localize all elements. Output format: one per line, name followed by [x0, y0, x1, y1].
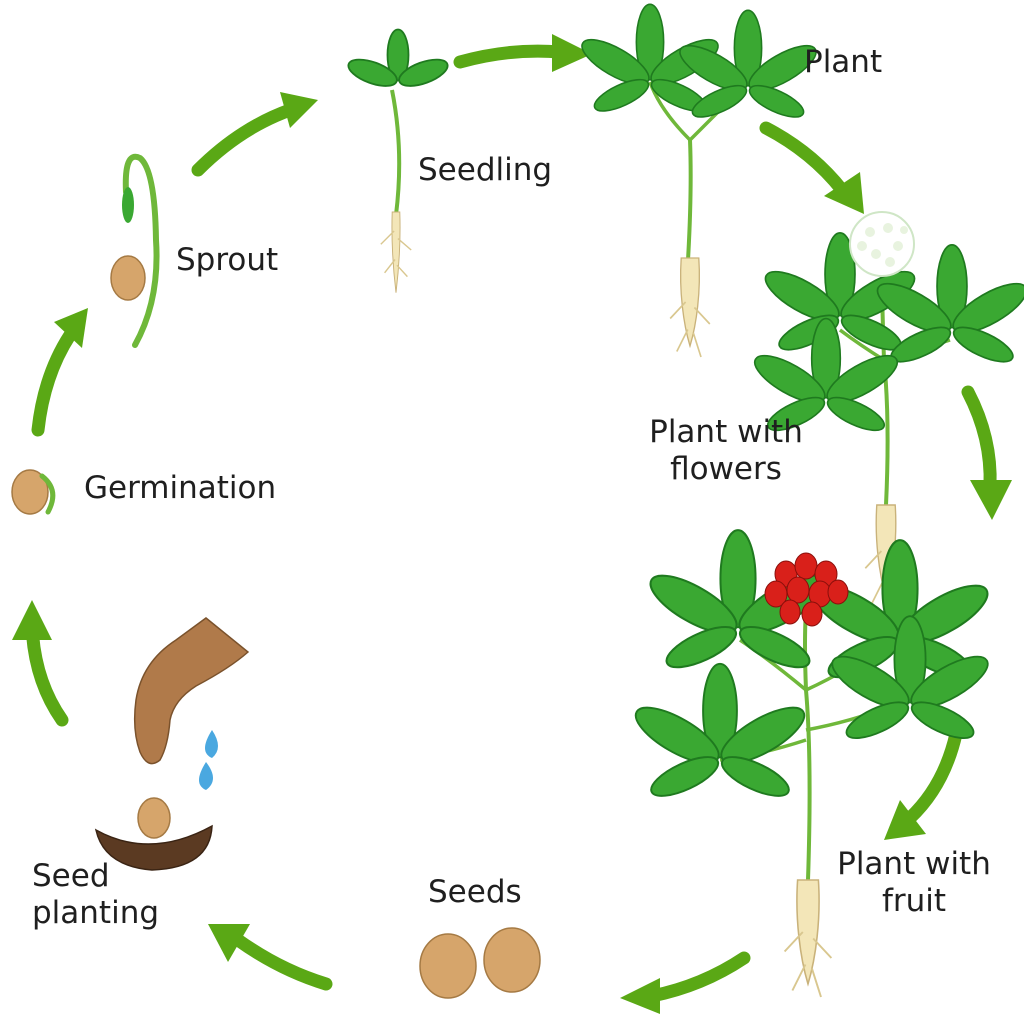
cycle-arrow-icon — [620, 951, 751, 1014]
water-drop-icon — [199, 762, 213, 790]
sprout-illustration — [110, 153, 160, 348]
seed-icon — [419, 933, 477, 999]
germination-illustration — [11, 469, 56, 515]
sprout-tip — [39, 473, 56, 515]
leaf-icon — [344, 28, 452, 93]
label-plant-with-flowers: Plant with flowers — [636, 414, 816, 488]
label-seed-planting: Seed planting — [32, 858, 159, 932]
label-plant-with-fruit-line1: Plant with — [837, 846, 991, 882]
hand-icon — [133, 617, 250, 765]
label-seed-planting-line1: Seed — [32, 858, 110, 894]
seed-icon — [11, 469, 49, 515]
cycle-arrow-icon — [208, 924, 333, 991]
seedling-illustration — [344, 28, 452, 293]
water-drop-icon — [205, 730, 218, 758]
seed-icon — [137, 797, 171, 839]
cycle-arrow-icon — [453, 34, 592, 72]
seed-icon — [110, 255, 146, 301]
flower-cluster-icon — [849, 211, 915, 277]
label-plant: Plant — [804, 44, 883, 80]
label-seeds: Seeds — [428, 874, 522, 910]
cycle-arrow-icon — [961, 385, 1012, 520]
leaf-icon — [122, 187, 134, 223]
leaf-icon — [627, 662, 813, 805]
label-plant-with-flowers-line1: Plant with — [649, 414, 803, 450]
seed-icon — [483, 927, 541, 993]
label-seed-planting-line2: planting — [32, 895, 160, 932]
plant-illustration — [575, 3, 823, 358]
flowering-plant-illustration — [747, 211, 1024, 610]
cycle-arrow-icon — [191, 92, 318, 177]
label-sprout: Sprout — [176, 242, 279, 278]
seeds-illustration — [419, 927, 541, 999]
leaf-icon — [673, 9, 823, 125]
soil-icon — [94, 824, 213, 871]
seed-planting-illustration — [94, 617, 250, 871]
cycle-arrow-icon — [12, 600, 69, 727]
root-icon — [783, 879, 833, 998]
seedling-stem — [390, 89, 402, 216]
label-plant-with-fruit-line2: fruit — [881, 883, 947, 920]
cycle-arrow-icon — [31, 308, 88, 437]
label-seedling: Seedling — [418, 152, 553, 188]
cycle-arrow-icon — [759, 121, 864, 214]
fruiting-plant-illustration — [627, 529, 997, 998]
leaf-icon — [641, 529, 835, 677]
label-plant-with-flowers-line2: flowers — [670, 451, 782, 488]
root-icon — [669, 257, 711, 358]
leaf-icon — [824, 615, 996, 747]
cycle-arrow-icon — [884, 727, 963, 840]
root-icon — [380, 211, 412, 293]
cycle-arrows — [12, 34, 1012, 1014]
sprout-stem — [122, 153, 160, 348]
label-plant-with-fruit: Plant with fruit — [826, 846, 1002, 920]
label-germination: Germination — [84, 470, 277, 506]
berry-cluster-icon — [764, 552, 849, 627]
